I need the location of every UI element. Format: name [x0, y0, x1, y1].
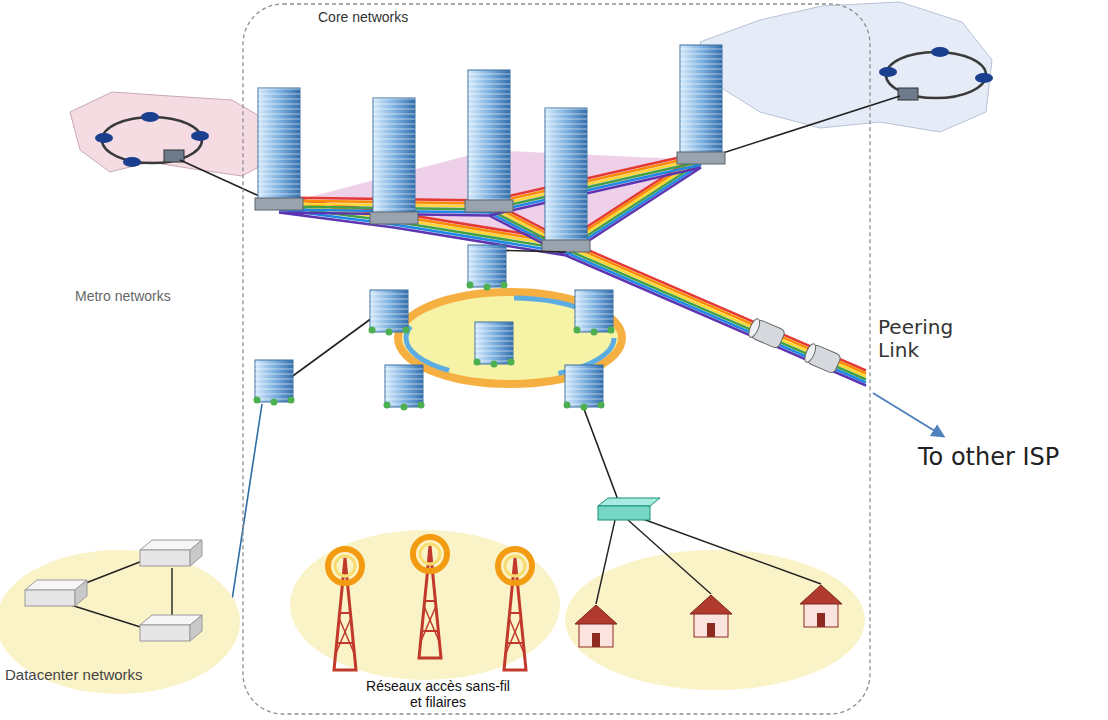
label-text: To other ISP: [918, 444, 1059, 472]
label-text: Datacenter networks: [5, 666, 143, 683]
label-text: Metro networks: [75, 288, 171, 304]
label-text: Réseaux accès sans-fil et filaires: [362, 678, 514, 710]
label-text: Core networks: [318, 9, 408, 25]
label-text: Peering Link: [878, 316, 973, 362]
